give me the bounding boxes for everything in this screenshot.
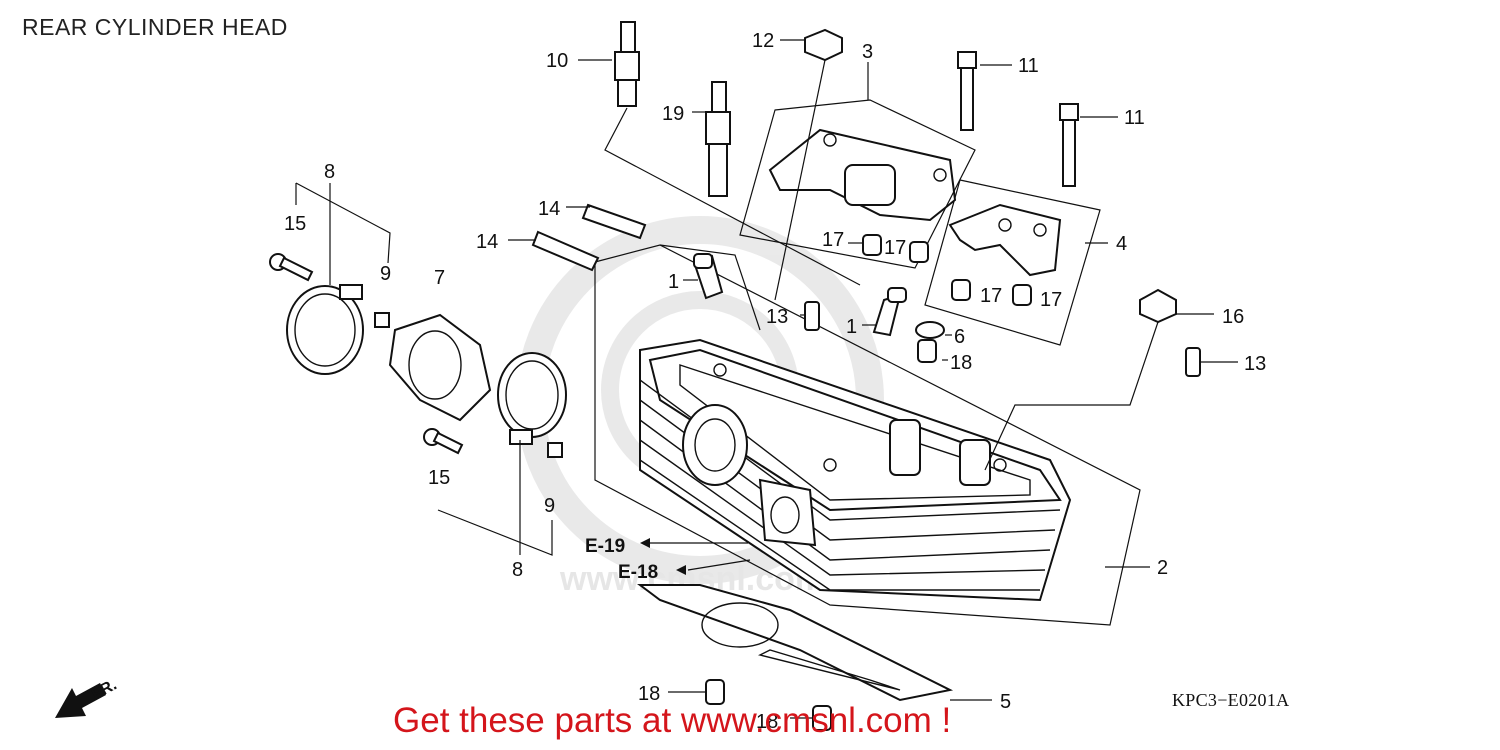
cap-1-left-part[interactable]: [692, 253, 724, 300]
cylinder-gasket-part[interactable]: [637, 584, 954, 702]
callout-17-3: 17: [980, 285, 1002, 307]
nut-12-part[interactable]: [804, 28, 843, 62]
callout-7: 7: [434, 267, 445, 289]
callout-4: 4: [1116, 233, 1127, 255]
nut-9-right-part[interactable]: [547, 442, 563, 458]
camshaft-holder-part[interactable]: [948, 203, 1062, 277]
nut-16-part[interactable]: [1139, 288, 1177, 324]
dowel-pin-13-right-part[interactable]: [1185, 347, 1201, 377]
callout-3: 3: [862, 41, 873, 63]
dowel-18-upper-part[interactable]: [917, 339, 937, 363]
front-arrow-icon: [55, 683, 106, 718]
callout-2: 2: [1157, 557, 1168, 579]
callout-6: 6: [954, 326, 965, 348]
reference-e18: E-18: [618, 562, 658, 583]
callout-17-4: 17: [1040, 289, 1062, 311]
nut-9-left-part[interactable]: [374, 312, 390, 328]
reference-e19: E-19: [585, 536, 625, 557]
callout-15-lower: 15: [428, 467, 450, 489]
stud-bolt-14-upper-part[interactable]: [581, 203, 647, 240]
parts-link[interactable]: Get these parts at www.cmsnl.com !: [393, 701, 952, 740]
cylinder-head-part[interactable]: [639, 338, 1072, 602]
arrow-e19-icon: [640, 538, 650, 548]
screw-15-left-part[interactable]: [269, 253, 314, 282]
stud-bolt-14-lower-part[interactable]: [531, 230, 600, 272]
callout-9-upper: 9: [380, 263, 391, 285]
callout-19: 19: [662, 103, 684, 125]
callout-15-upper: 15: [284, 213, 306, 235]
spark-plug-10-part[interactable]: [614, 21, 640, 107]
bolt-11-upper-part[interactable]: [957, 51, 977, 131]
callout-18-bottom: 18: [756, 711, 778, 733]
dowel-17-2-part[interactable]: [909, 241, 929, 263]
insulator-band-right-part[interactable]: [497, 352, 567, 445]
rocker-arm-holder-part[interactable]: [768, 128, 957, 222]
carburetor-insulator-part[interactable]: [388, 313, 492, 422]
screw-15-right-part[interactable]: [423, 428, 464, 455]
callout-10: 10: [546, 50, 568, 72]
diagram-code: KPC3−E0201A: [1172, 690, 1290, 710]
front-direction-indicator: FR.: [55, 676, 120, 718]
callout-1-left: 1: [668, 271, 679, 293]
callout-11-lower: 11: [1124, 107, 1145, 129]
page-title: REAR CYLINDER HEAD: [22, 14, 288, 40]
spark-plug-19-part[interactable]: [705, 81, 731, 197]
dowel-17-4-part[interactable]: [1012, 284, 1032, 306]
callout-1-right: 1: [846, 316, 857, 338]
callout-8-upper: 8: [324, 161, 335, 183]
callout-17-1: 17: [822, 229, 844, 251]
callout-17-2: 17: [884, 237, 906, 259]
oil-seal-6-part[interactable]: [915, 321, 945, 339]
insulator-band-left-part[interactable]: [286, 284, 364, 375]
dowel-17-3-part[interactable]: [951, 279, 971, 301]
callout-12: 12: [752, 30, 774, 52]
callout-18-lower: 18: [638, 683, 660, 705]
callout-5: 5: [1000, 691, 1011, 713]
dowel-pin-13-center-part[interactable]: [804, 301, 820, 331]
callout-13-right: 13: [1244, 353, 1266, 375]
callout-16: 16: [1222, 306, 1244, 328]
callout-18-upper: 18: [950, 352, 972, 374]
callout-8-lower: 8: [512, 559, 523, 581]
callout-14-lower: 14: [476, 231, 498, 253]
bolt-11-lower-part[interactable]: [1059, 103, 1079, 187]
callout-14-upper: 14: [538, 198, 560, 220]
arrow-e18-icon: [676, 565, 686, 575]
dowel-17-1-part[interactable]: [862, 234, 882, 256]
callout-13-center: 13: [766, 306, 788, 328]
callout-9-lower: 9: [544, 495, 555, 517]
cap-1-right-part[interactable]: [872, 287, 907, 337]
callout-11-upper: 11: [1018, 55, 1039, 77]
